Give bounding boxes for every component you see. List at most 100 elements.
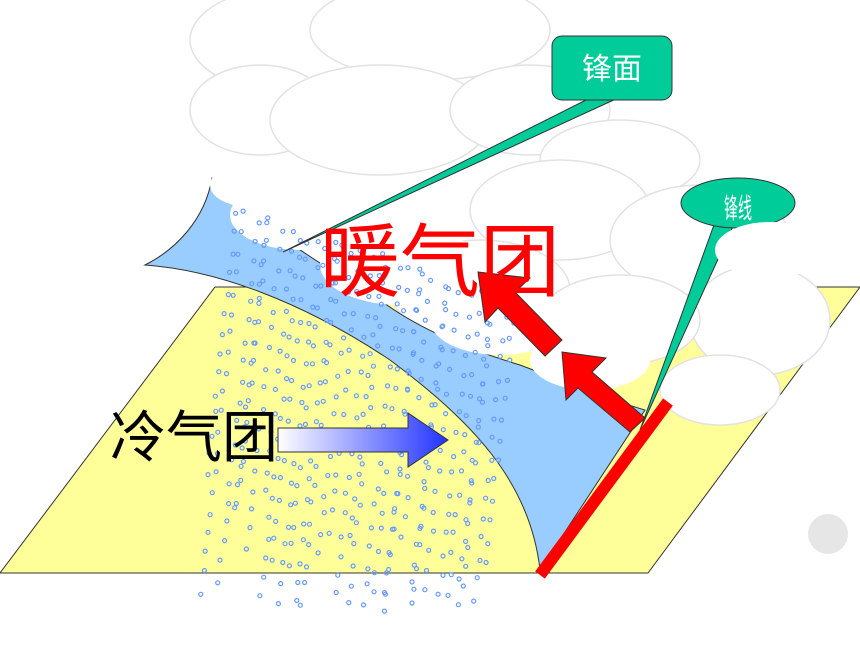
rain-dot: [463, 538, 469, 545]
rain-dot: [417, 266, 423, 272]
rain-dot: [244, 419, 250, 425]
rain-dot: [443, 307, 449, 313]
rain-dot: [347, 532, 353, 539]
rain-dot: [422, 317, 428, 323]
rain-dot: [325, 472, 331, 479]
rain-dot: [422, 485, 428, 491]
rain-dot: [277, 475, 283, 481]
rain-dot: [275, 368, 281, 374]
rain-dot: [329, 507, 336, 513]
rain-dot: [308, 499, 314, 505]
rain-dot: [281, 331, 287, 337]
rain-dot: [333, 472, 339, 478]
rain-dot: [397, 265, 404, 271]
rain-dot: [458, 468, 465, 474]
rain-dot: [297, 561, 303, 567]
rain-dot: [332, 488, 338, 494]
rain-dot: [252, 468, 258, 474]
rain-dot: [217, 557, 223, 563]
nav-circle[interactable]: [808, 514, 848, 554]
rain-dot: [422, 587, 428, 593]
rain-dot: [331, 411, 337, 417]
rain-dot: [273, 518, 279, 525]
rain-dot: [271, 286, 277, 292]
rain-dot: [391, 526, 397, 532]
rain-dot: [245, 398, 251, 404]
rain-dot: [324, 317, 330, 324]
rain-dot: [327, 342, 333, 348]
callout-front-surface: 锋面: [282, 35, 673, 253]
rain-dot: [367, 351, 373, 357]
rain-dot: [480, 381, 486, 387]
rain-dot: [291, 524, 297, 531]
rain-dot: [469, 480, 475, 486]
rain-dot: [202, 548, 208, 554]
rain-dot: [258, 262, 264, 268]
rain-dot: [370, 332, 376, 338]
rain-dot: [271, 474, 277, 480]
rain-dot: [226, 269, 233, 275]
rain-dot: [495, 379, 502, 385]
rain-dot: [432, 402, 438, 408]
rain-dot: [313, 283, 319, 289]
rain-dot: [452, 511, 458, 518]
rain-dot: [469, 372, 475, 378]
rain-dot: [238, 477, 244, 483]
rain-dot: [283, 308, 289, 314]
warm-rise-arrow-upper: [477, 271, 563, 357]
rain-dot: [445, 286, 452, 292]
rain-dot: [404, 386, 411, 392]
rain-dot: [481, 356, 487, 362]
rain-dot: [382, 403, 388, 409]
rain-dot: [288, 540, 294, 546]
rain-dot: [459, 556, 465, 562]
rain-dot: [395, 491, 401, 497]
rain-dot: [495, 457, 502, 463]
rain-dot: [437, 468, 443, 474]
rain-dot: [288, 480, 295, 486]
rain-dot: [417, 541, 423, 548]
rain-dot: [224, 518, 230, 524]
rain-dot: [333, 298, 339, 304]
rain-dot: [423, 459, 429, 465]
rain-dot: [447, 493, 453, 499]
rain-dot: [366, 293, 372, 300]
rain-dot: [219, 332, 225, 338]
rain-dot: [268, 324, 275, 330]
rain-dot: [242, 424, 248, 430]
rain-dot: [459, 391, 465, 397]
rain-dot: [261, 574, 267, 580]
rain-dot: [278, 580, 284, 587]
rain-dot: [387, 551, 393, 558]
rain-dot: [381, 589, 388, 596]
rain-dot: [237, 400, 243, 406]
rain-dot: [215, 580, 221, 586]
rain-dot: [250, 357, 257, 363]
rain-dot: [256, 426, 262, 432]
rain-dot: [358, 369, 364, 375]
rain-dot: [326, 530, 332, 536]
rain-dot: [276, 497, 282, 503]
rain-dot: [235, 251, 241, 257]
rain-dot: [289, 318, 295, 324]
rain-dot: [250, 489, 256, 495]
rain-dot: [352, 496, 358, 502]
rain-dot: [310, 343, 316, 349]
rain-dot: [300, 275, 306, 281]
rain-dot: [304, 497, 311, 503]
rain-dot: [306, 339, 312, 345]
rain-dot: [346, 474, 352, 481]
rain-dot: [376, 273, 382, 279]
rain-dot: [369, 384, 375, 390]
rain-dot: [201, 567, 207, 574]
rain-dot: [312, 482, 318, 488]
rain-dot: [363, 394, 369, 400]
rain-dot: [286, 563, 292, 569]
rain-dot: [357, 502, 363, 508]
rain-dot: [266, 514, 272, 520]
rain-dot: [287, 396, 293, 402]
rain-dot: [411, 329, 417, 335]
rain-dot: [303, 405, 309, 411]
rain-dot: [467, 393, 474, 399]
